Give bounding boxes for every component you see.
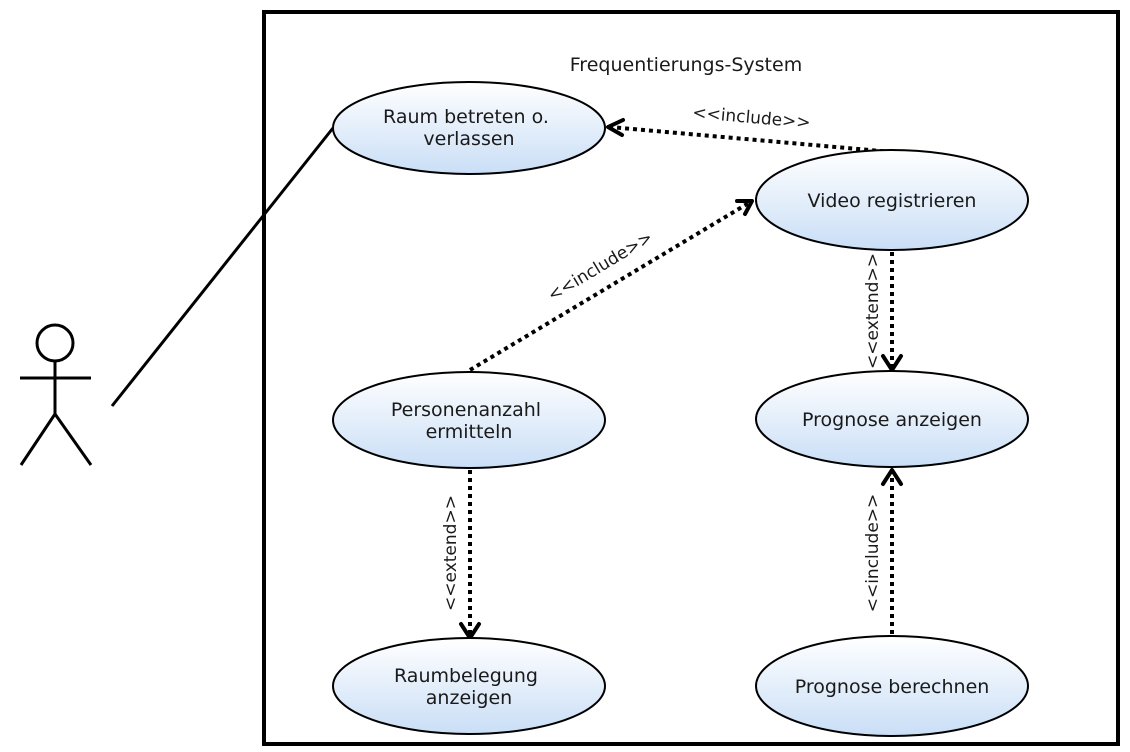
actor-head (35, 323, 75, 363)
label-extend-personen-raumbelegung: <<extend>> (441, 495, 461, 611)
usecase-raumbelegung-label: Raumbelegung anzeigen (394, 665, 544, 709)
arrowhead-video (735, 199, 754, 216)
usecase-video-registrieren-label: Video registrieren (808, 190, 977, 212)
label-include-berechnen-anzeigen: <<include>> (863, 494, 883, 613)
label-include-video-raum: <<include>> (692, 103, 812, 133)
system-title: Frequentierungs-System (570, 54, 802, 76)
arrowhead-raum (606, 118, 625, 137)
usecase-raum-betreten (332, 81, 606, 175)
actor (19, 323, 93, 466)
label-include-personen-video: <<include>> (544, 228, 656, 306)
association-actor-raum (110, 127, 335, 407)
usecase-prognose-berechnen (755, 635, 1029, 737)
usecase-personenanzahl (332, 371, 606, 469)
usecase-raumbelegung (332, 637, 606, 735)
system-boundary (262, 10, 1120, 746)
arrowhead-prognose-anzeigen-bottom (881, 468, 903, 486)
label-extend-video-prognose: <<extend>> (863, 253, 883, 369)
usecase-prognose-berechnen-label: Prognose berechnen (795, 676, 990, 698)
usecase-personenanzahl-label: Personenanzahl ermitteln (391, 399, 547, 443)
usecase-prognose-anzeigen (755, 370, 1029, 468)
dep-personen-video (468, 199, 754, 372)
usecase-raum-betreten-label: Raum betreten o. verlassen (383, 106, 555, 150)
usecase-video-registrieren (755, 149, 1029, 251)
usecase-prognose-anzeigen-label: Prognose anzeigen (802, 409, 982, 431)
actor-left-leg (19, 413, 57, 466)
actor-right-leg (53, 413, 93, 466)
dep-video-raum (609, 125, 893, 154)
